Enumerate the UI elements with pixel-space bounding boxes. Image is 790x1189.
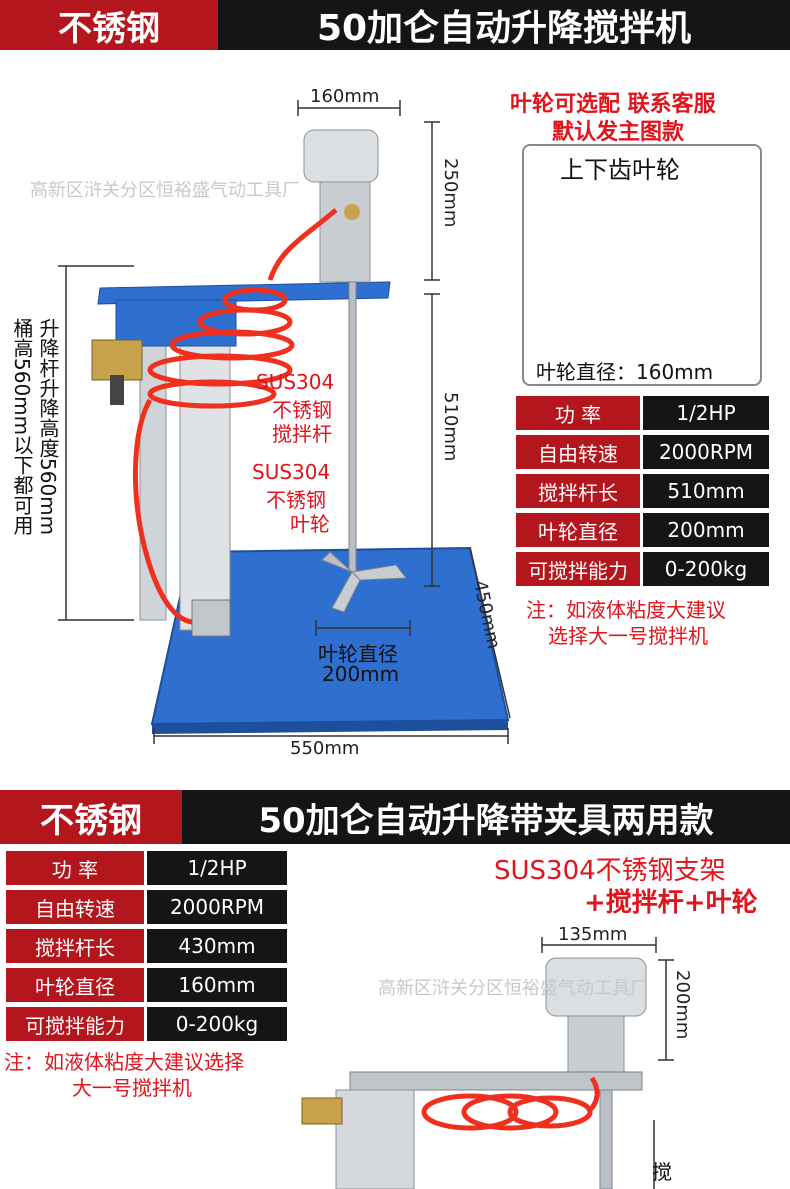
spec-value: 160mm xyxy=(147,968,287,1002)
stirring-rod-2 xyxy=(599,1089,613,1189)
spec-value: 0-200kg xyxy=(643,552,769,586)
rod-label-3: 搅拌杆 xyxy=(272,422,332,446)
left-note-line2: 桶高560mm以下都可用 xyxy=(10,318,34,536)
impeller-label-3: 叶轮 xyxy=(290,512,330,536)
spec-value: 0-200kg xyxy=(147,1007,287,1041)
spec-value: 200mm xyxy=(643,513,769,547)
top-frame-2 xyxy=(349,1071,643,1091)
rod-label-2: 不锈钢 xyxy=(272,398,332,422)
spec2-note-line1: 注：如液体粘度大建议选择 xyxy=(4,1050,244,1074)
spec-value: 2000RPM xyxy=(643,435,769,469)
dim-motor-width: 160mm xyxy=(310,86,380,107)
watermark-2: 高新区浒关分区恒裕盛气动工具厂 xyxy=(378,978,648,999)
spec-key: 可搅拌能力 xyxy=(516,552,640,586)
section1-banner: 不锈钢 50加仑自动升降搅拌机 xyxy=(0,0,790,50)
section1-label: 不锈钢 xyxy=(0,0,218,50)
left-note-line1: 升降杆升降高度560mm xyxy=(36,318,60,536)
spec1-note-line2: 选择大一号搅拌机 xyxy=(548,624,708,648)
cylinder-cap xyxy=(191,599,231,637)
spec-key: 可搅拌能力 xyxy=(6,1007,144,1041)
valve-handle xyxy=(110,375,124,405)
spec-value: 2000RPM xyxy=(147,890,287,924)
impeller-note-line2: 默认发主图款 xyxy=(552,120,685,145)
impeller-label-2: 不锈钢 xyxy=(266,488,326,512)
dim-impeller-label: 叶轮直径 xyxy=(318,642,398,666)
spec-key: 搅拌杆长 xyxy=(6,929,144,963)
section2-side-text: 搅 xyxy=(652,1160,672,1184)
spec-key: 自由转速 xyxy=(516,435,640,469)
motor-fitting xyxy=(344,204,360,220)
spec1-note-line1: 注：如液体粘度大建议 xyxy=(526,598,726,622)
stirring-rod xyxy=(348,281,357,573)
section1-title: 50加仑自动升降搅拌机 xyxy=(218,0,790,50)
air-motor xyxy=(303,129,379,183)
impeller-caption: 上下齿叶轮 xyxy=(560,156,680,184)
impeller-label-1: SUS304 xyxy=(252,460,331,484)
watermark-1: 高新区浒关分区恒裕盛气动工具厂 xyxy=(30,180,300,201)
impeller-note-line1: 叶轮可选配 联系客服 xyxy=(510,92,716,117)
impeller-option-box xyxy=(522,144,762,386)
dim-motor-height: 250mm xyxy=(440,158,461,228)
spec-value: 1/2HP xyxy=(147,851,287,885)
spec-key: 功 率 xyxy=(6,851,144,885)
dim-base-width: 550mm xyxy=(290,738,360,759)
dim2-motor-height: 200mm xyxy=(672,970,693,1040)
section2-note-line1: SUS304不锈钢支架 xyxy=(494,856,726,886)
spec2-note-line2: 大一号搅拌机 xyxy=(72,1076,192,1100)
dim2-motor-width: 135mm xyxy=(558,924,628,945)
section2-note-line2: +搅拌杆+叶轮 xyxy=(584,888,758,918)
air-valve-2 xyxy=(301,1097,343,1125)
cylinder-column xyxy=(179,299,231,631)
spec-value: 430mm xyxy=(147,929,287,963)
spec-value: 510mm xyxy=(643,474,769,508)
section2-banner: 不锈钢 50加仑自动升降带夹具两用款 xyxy=(0,790,790,844)
spec-key: 自由转速 xyxy=(6,890,144,924)
section2-label: 不锈钢 xyxy=(0,790,182,844)
clamp-body-2 xyxy=(335,1089,415,1189)
section2-title: 50加仑自动升降带夹具两用款 xyxy=(182,790,790,844)
air-valve xyxy=(91,339,143,381)
motor-housing xyxy=(319,181,371,283)
dim-rod-length: 510mm xyxy=(440,392,461,462)
base-plate-edge xyxy=(152,720,508,734)
spec-key: 叶轮直径 xyxy=(516,513,640,547)
spec-key: 功 率 xyxy=(516,396,640,430)
motor-housing-2 xyxy=(567,1015,625,1073)
spec-key: 搅拌杆长 xyxy=(516,474,640,508)
dim-impeller-value: 200mm xyxy=(322,662,400,686)
impeller-diameter-label: 叶轮直径：160mm xyxy=(536,360,714,384)
spec-key: 叶轮直径 xyxy=(6,968,144,1002)
rod-label-1: SUS304 xyxy=(256,370,335,394)
spec-value: 1/2HP xyxy=(643,396,769,430)
